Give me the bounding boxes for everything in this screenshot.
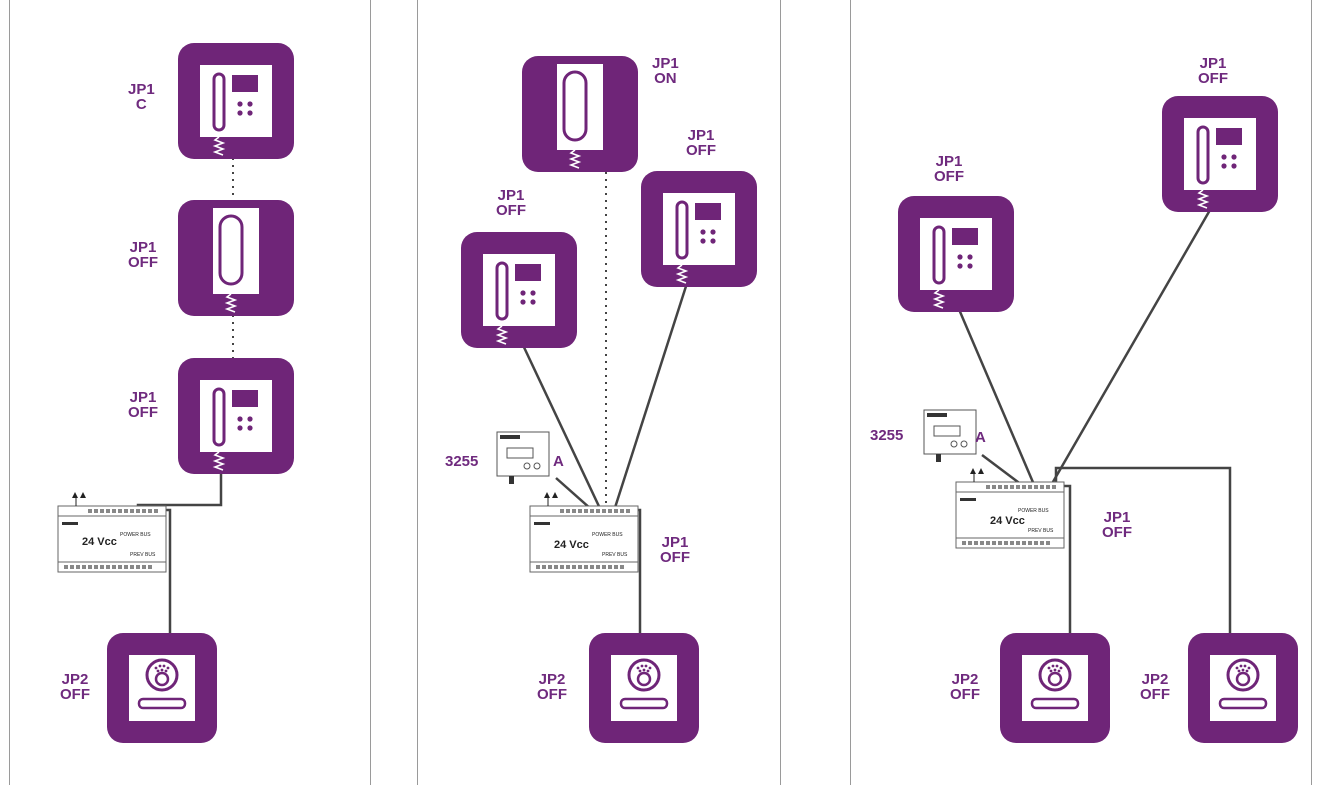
p3-psu-bus-bottom: PREV BUS xyxy=(1028,528,1054,534)
p3-camera-panel-right-icon xyxy=(1186,631,1300,745)
p2-interface-module-icon xyxy=(496,431,550,485)
p1-psu-voltage: 24 Vcc xyxy=(82,536,117,548)
wire-p3-monitorR-psu xyxy=(1044,209,1212,495)
p1-psu-bus-top: POWER BUS xyxy=(120,532,151,538)
p1-psu-bus-bottom: PREV BUS xyxy=(130,552,156,558)
p2-module-tag: A xyxy=(553,453,564,470)
p1-video-monitor-2-icon xyxy=(176,356,296,476)
p2-psu-bus-top: POWER BUS xyxy=(592,532,623,538)
panel-1-frame xyxy=(9,0,371,785)
p1-video-monitor-icon xyxy=(176,41,296,161)
panel-3-frame xyxy=(850,0,1312,785)
p3-camera-panel-left-icon xyxy=(998,631,1112,745)
p3-module-code: 3255 xyxy=(870,427,904,444)
p1-camera-panel-icon xyxy=(105,631,219,745)
p1-handset-icon xyxy=(176,198,296,318)
p3-module-tag: A xyxy=(975,429,986,446)
p3-video-monitor-left-icon xyxy=(896,194,1016,314)
p2-module-code: 3255 xyxy=(445,453,479,470)
wire-p3-monitorL-psu xyxy=(956,306,1040,495)
p3-psu-voltage: 24 Vcc xyxy=(990,515,1025,527)
p2-video-monitor-right-icon xyxy=(639,169,759,289)
p2-handset-icon xyxy=(520,54,640,174)
panel-2-frame xyxy=(417,0,781,785)
p2-psu-voltage: 24 Vcc xyxy=(554,539,589,551)
p3-video-monitor-right-icon xyxy=(1160,94,1280,214)
p3-interface-module-icon xyxy=(923,409,977,463)
wire-p3-psu-panelR xyxy=(1054,466,1232,633)
dotted-wires xyxy=(232,158,607,517)
p2-camera-panel-icon xyxy=(587,631,701,745)
p3-psu-bus-top: POWER BUS xyxy=(1018,508,1049,514)
wire-p2-monitorL-psu xyxy=(520,342,606,518)
wire-p2-monitorR-psu xyxy=(610,279,690,518)
p2-psu-bus-bottom: PREV BUS xyxy=(602,552,628,558)
p2-video-monitor-left-icon xyxy=(459,230,579,350)
